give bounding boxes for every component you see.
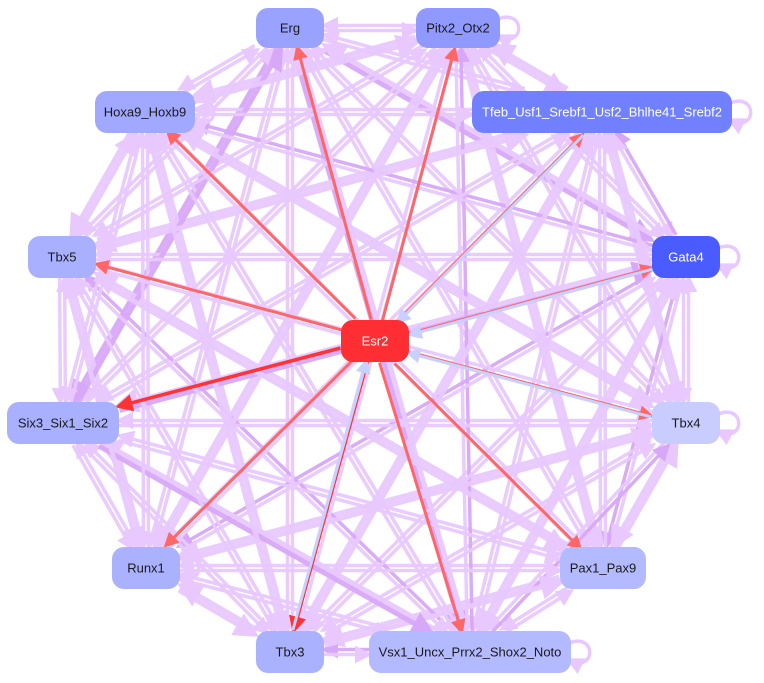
self-loop-vsx1 [565, 639, 592, 675]
node-box [7, 402, 119, 444]
self-loop-runx1 [174, 555, 201, 591]
node-label-tbx5: Tbx5 [48, 250, 77, 265]
node-box [652, 402, 720, 444]
edge-hoxa9_hoxb9-to-erg [181, 48, 261, 95]
edge-hoxa9_hoxb9-to-vsx1 [153, 133, 458, 636]
edge-vsx1-to-pax1_pax9 [503, 589, 575, 635]
edge-hoxa9_hoxb9-to-pitx2_otx2 [194, 34, 422, 104]
edge-hoxa9_hoxb9-to-gata4 [193, 126, 655, 256]
background-edges [51, 16, 698, 664]
edge-gata4-to-esr2 [406, 267, 654, 339]
edge-tbx5-to-six3 [51, 278, 70, 406]
edge-six3-to-vsx1 [97, 444, 436, 636]
node-box [28, 236, 96, 278]
node-label-pitx2-otx2: Pitx2_Otx2 [426, 21, 490, 36]
self-loop-tbx4 [714, 410, 741, 446]
node-tfeb-usf1-srebf1-usf2-bhlhe41-srebf2[interactable]: Tfeb_Usf1_Srebf1_Usf2_Bhlhe41_Srebf2 [472, 91, 732, 133]
edge-esr2-to-erg [293, 44, 373, 320]
node-label-tbx4: Tbx4 [672, 416, 701, 431]
edge-tfeb-to-pitx2_otx2 [489, 43, 569, 92]
edge-runx1-to-vsx1 [178, 577, 392, 639]
nodes: Erg Pitx2_Otx2 Tfeb_Usf1_Srebf1_Usf2_Bhl… [7, 8, 732, 673]
edge-pax1_pax9-to-six3 [116, 430, 562, 556]
edge-esr2-to-pitx2_otx2 [381, 45, 459, 321]
node-box [652, 236, 720, 278]
edge-hoxa9_hoxb9-to-tbx5 [69, 130, 133, 240]
edge-tfeb-to-six3 [95, 129, 566, 402]
self-loop-hoxa9_hoxb9 [189, 99, 216, 135]
edge-tbx5-to-pax1_pax9 [93, 276, 570, 552]
node-tbx4[interactable]: Tbx4 [652, 402, 720, 444]
edge-esr2-to-tbx5 [93, 260, 342, 332]
node-tbx3[interactable]: Tbx3 [256, 631, 324, 673]
edge-tfeb-to-esr2 [395, 134, 585, 325]
edge-tbx3-to-tfeb [302, 129, 595, 634]
esr2-edges [93, 44, 656, 635]
edge-tbx3-to-esr2 [291, 358, 371, 631]
node-box [472, 91, 732, 133]
edge-hoxa9_hoxb9-to-tbx4 [179, 132, 656, 409]
edge-six3-to-tbx5 [55, 274, 74, 402]
edge-esr2-to-pax1_pax9 [393, 362, 583, 551]
node-pitx2-otx2[interactable]: Pitx2_Otx2 [416, 8, 500, 48]
edge-vsx1-to-hoxa9_hoxb9 [157, 128, 462, 631]
node-box [256, 8, 324, 48]
node-gata4[interactable]: Gata4 [652, 236, 720, 278]
node-label-hoxa9-hoxb9: Hoxa9_Hoxb9 [104, 105, 186, 120]
node-box [416, 8, 500, 48]
self-loops [174, 15, 753, 675]
edge-runx1-to-tbx3 [177, 587, 260, 637]
edge-pax1_pax9-to-tbx5 [92, 271, 569, 547]
node-pax1-pax9[interactable]: Pax1_Pax9 [560, 547, 646, 589]
node-box [560, 547, 646, 589]
edge-runx1-to-gata4 [180, 277, 657, 553]
edge-six3-to-tfeb [99, 133, 570, 406]
edge-esr2-to-runx1 [163, 359, 354, 548]
node-label-tbx3: Tbx3 [276, 645, 305, 660]
edge-tbx4-to-esr2 [405, 348, 652, 419]
node-box [256, 631, 324, 673]
edge-tfeb-to-tbx5 [90, 128, 524, 253]
node-box [369, 631, 571, 673]
node-tbx5[interactable]: Tbx5 [28, 236, 96, 278]
self-loop-gata4 [714, 244, 741, 280]
node-erg[interactable]: Erg [256, 8, 324, 48]
edge-hoxa9_hoxb9-to-runx1 [134, 133, 153, 551]
node-label-erg: Erg [280, 21, 300, 36]
node-label-tfeb: Tfeb_Usf1_Srebf1_Usf2_Bhlhe41_Srebf2 [482, 105, 722, 120]
edge-tbx4-to-hoxa9_hoxb9 [178, 128, 655, 404]
node-box [95, 91, 195, 133]
node-box [112, 547, 180, 589]
edge-vsx1-to-tfeb [475, 130, 605, 633]
edge-esr2-to-hoxa9_hoxb9 [165, 129, 357, 320]
edge-vsx1-to-runx1 [177, 569, 391, 631]
edge-tbx5-to-tfeb [96, 128, 530, 253]
edge-six3-to-pax1_pax9 [117, 438, 563, 564]
self-loop-tfeb [726, 99, 753, 135]
edge-gata4-to-runx1 [175, 272, 652, 548]
node-label-gata4: Gata4 [668, 250, 703, 265]
self-loop-pitx2_otx2 [494, 15, 521, 51]
edge-tbx5-to-tbx3 [70, 278, 278, 636]
edge-esr2-to-vsx1 [378, 362, 466, 635]
node-label-vsx1: Vsx1_Uncx_Prrx2_Shox2_Noto [379, 645, 562, 660]
edge-esr2-to-six3 [115, 346, 341, 412]
node-label-pax1-pax9: Pax1_Pax9 [570, 561, 637, 576]
node-label-esr2: Esr2 [362, 334, 389, 349]
node-hoxa9-hoxb9[interactable]: Hoxa9_Hoxb9 [95, 91, 195, 133]
node-label-six3: Six3_Six1_Six2 [18, 416, 108, 431]
node-runx1[interactable]: Runx1 [112, 547, 180, 589]
node-label-runx1: Runx1 [127, 561, 165, 576]
node-box [341, 320, 409, 362]
node-six3-six1-six2[interactable]: Six3_Six1_Six2 [7, 402, 119, 444]
node-esr2[interactable]: Esr2 [341, 320, 409, 362]
edge-pax1_pax9-to-tbx4 [615, 440, 679, 550]
node-vsx1-uncx-prrx2-shox2-noto[interactable]: Vsx1_Uncx_Prrx2_Shox2_Noto [369, 631, 571, 673]
